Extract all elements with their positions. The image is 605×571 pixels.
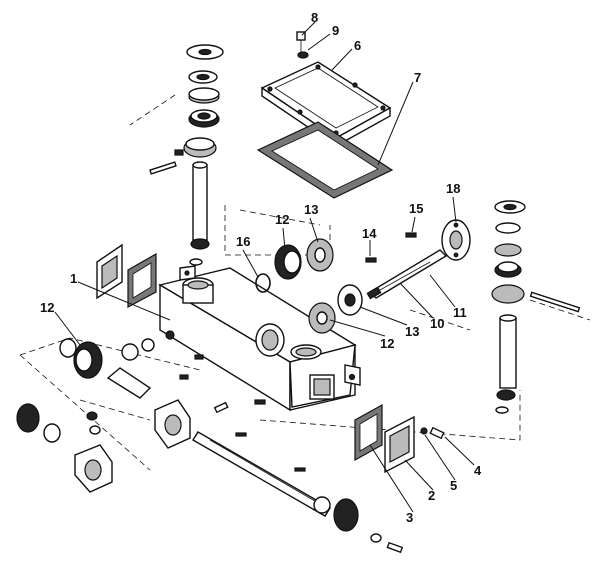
side-cover-right: [354, 403, 415, 474]
callout-2: 2: [428, 488, 435, 503]
callout-12-lower: 12: [40, 300, 54, 315]
spacer-ring: [337, 284, 363, 316]
callout-9: 9: [332, 23, 339, 38]
right-vertical-shaft-assembly: [491, 200, 581, 414]
gearbox-housing: [158, 265, 361, 412]
callout-3: 3: [406, 510, 413, 525]
callout-12-upper: 12: [275, 212, 289, 227]
callout-15: 13: [405, 324, 419, 339]
callout-7: 7: [414, 70, 421, 85]
callout-13-upper: 13: [304, 202, 318, 217]
callout-10: 10: [430, 316, 444, 331]
bearing-upper: [306, 238, 334, 272]
input-shaft: [366, 249, 448, 300]
leader-lines: [54, 21, 475, 513]
side-cover-bolt: [420, 426, 445, 440]
callout-1: 1: [70, 271, 77, 286]
callout-labels: 8 9 6 7 18 15 12 13 14 16 1 12 11 10 13 …: [40, 10, 482, 525]
callout-16: 16: [236, 234, 250, 249]
side-cover-left: [96, 243, 157, 309]
lower-drive-shaft: [179, 354, 404, 554]
callout-5: 5: [450, 478, 457, 493]
callout-4: 4: [474, 463, 482, 478]
callout-18: 18: [446, 181, 460, 196]
bevel-gear-upper: [274, 244, 302, 280]
lower-left-gear-train: [16, 338, 191, 493]
callout-6: 6: [354, 38, 361, 53]
retaining-ring: [255, 273, 271, 293]
callout-13-lower: 12: [380, 336, 394, 351]
shaft-key: [365, 232, 417, 263]
callout-14: 14: [362, 226, 377, 241]
flange-housing: [441, 219, 471, 261]
top-cover-gasket: [256, 121, 394, 199]
callout-11: 11: [453, 305, 467, 320]
assembly-guide-lines: [19, 94, 591, 471]
bearing-lower: [308, 302, 336, 334]
callout-8: 8: [311, 10, 318, 25]
callout-17: 15: [409, 201, 423, 216]
left-vertical-shaft-assembly: [149, 44, 224, 266]
cover-bolt: [296, 31, 309, 59]
